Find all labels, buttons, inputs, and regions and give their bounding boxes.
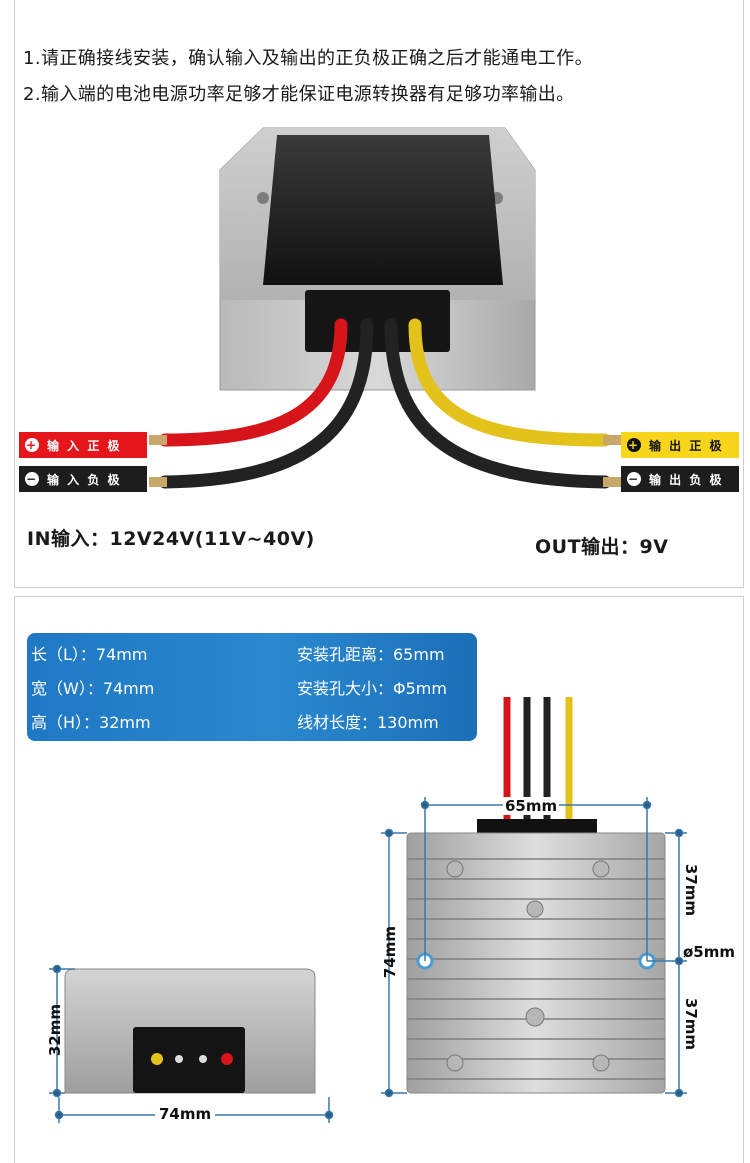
minus-icon: − (25, 472, 39, 486)
spec-wire-length: 线材长度：130mm (297, 713, 439, 732)
top-view-housing (406, 832, 666, 1094)
wires (158, 318, 612, 489)
dimension-drawing (49, 697, 687, 1123)
instruction-line-1: 1.请正确接线安装，确认输入及输出的正负极正确之后才能通电工作。 (23, 48, 593, 69)
dim-half-top: 37mm (682, 863, 701, 917)
dim-side-width: 74mm (155, 1105, 216, 1123)
input-voltage: IN输入：12V24V(11V~40V) (27, 528, 315, 550)
top-view-terminal (477, 819, 597, 833)
spec-height: 高（H）：32mm (31, 713, 151, 732)
input-negative-label: 输 入 负 极 (47, 472, 122, 487)
output-positive-label: 输 出 正 极 (649, 438, 724, 453)
minus-icon: − (627, 472, 641, 486)
terminal-block (305, 290, 450, 352)
spec-box: 长（L）：74mm 宽（W）：74mm 高（H）：32mm 安装孔距离：65mm… (27, 633, 477, 741)
dimensions-panel: 长（L）：74mm 宽（W）：74mm 高（H）：32mm 安装孔距离：65mm… (14, 596, 744, 1163)
output-negative-label: 输 出 负 极 (649, 472, 724, 487)
wiring-panel: 1.请正确接线安装，确认输入及输出的正负极正确之后才能通电工作。 2.输入端的电… (14, 0, 744, 588)
spec-length: 长（L）：74mm (31, 645, 148, 664)
output-voltage: OUT输出：9V (535, 536, 669, 558)
instruction-line-2: 2.输入端的电池电源功率足够才能保证电源转换器有足够功率输出。 (23, 84, 575, 105)
input-negative-tag: − 输 入 负 极 (19, 466, 147, 492)
plus-icon: + (627, 438, 641, 452)
input-positive-tag: + 输 入 正 极 (19, 432, 147, 458)
dim-top-width: 65mm (503, 797, 560, 815)
spec-width: 宽（W）：74mm (31, 679, 155, 698)
spec-hole-distance: 安装孔距离：65mm (297, 645, 445, 664)
converter-photo (149, 127, 621, 489)
plus-icon: + (25, 438, 39, 452)
dim-side-height: 32mm (46, 1003, 65, 1057)
output-positive-tag: + 输 出 正 极 (621, 432, 739, 458)
dim-half-bottom: 37mm (682, 997, 701, 1051)
dim-top-height: 74mm (381, 925, 400, 979)
input-positive-label: 输 入 正 极 (47, 438, 122, 453)
dim-hole: ø5mm (683, 943, 736, 961)
output-negative-tag: − 输 出 负 极 (621, 466, 739, 492)
side-view-housing (64, 968, 316, 1094)
aluminum-housing (219, 127, 536, 391)
spec-hole-size: 安装孔大小：Φ5mm (297, 679, 447, 698)
